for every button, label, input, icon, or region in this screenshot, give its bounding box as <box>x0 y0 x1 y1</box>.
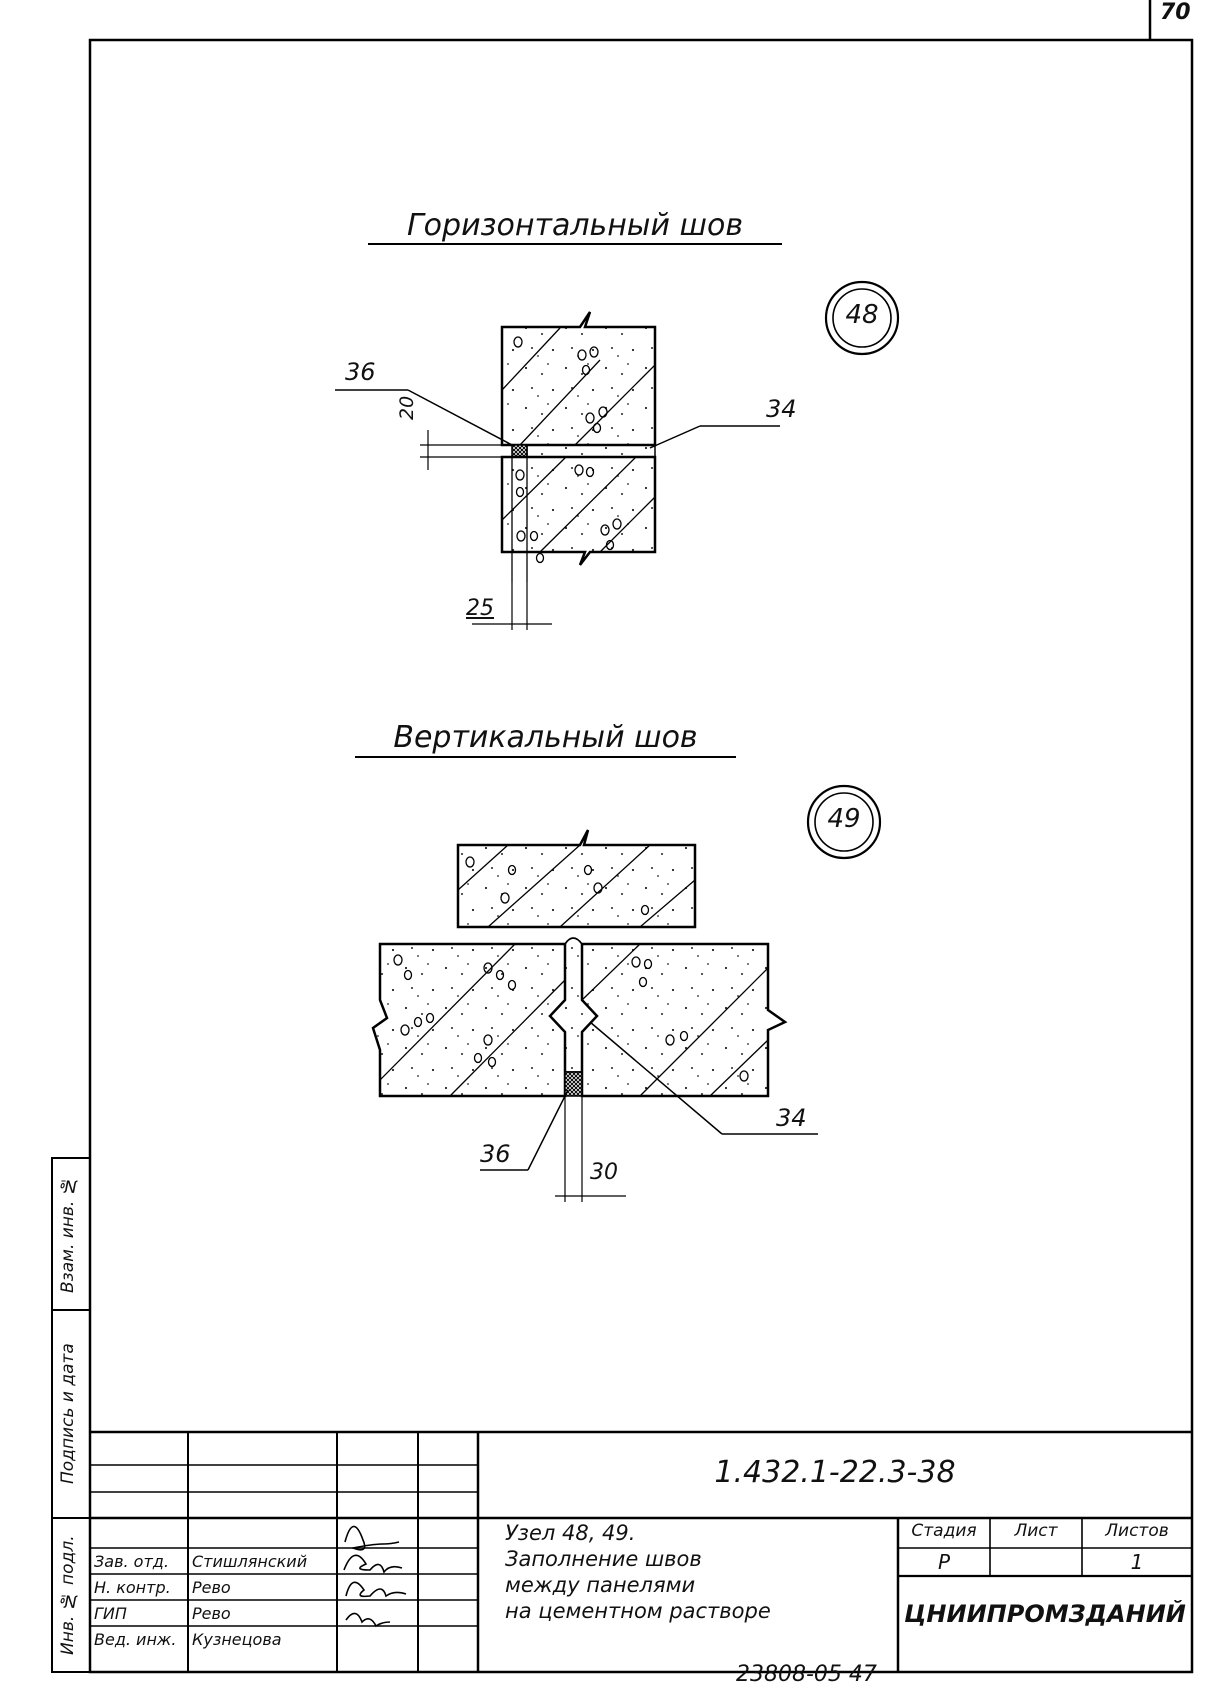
description-line: на цементном растворе <box>505 1599 771 1623</box>
label-36-vertical: 36 <box>480 1140 511 1168</box>
side-stamp-signature-date: Подпись и дата <box>58 1343 78 1485</box>
dim-20: 20 <box>396 395 418 420</box>
label-34-vertical: 34 <box>776 1104 807 1132</box>
dim-30: 30 <box>590 1160 618 1185</box>
seal-36-vertical <box>564 1071 583 1097</box>
upper-panel <box>500 311 657 447</box>
label-34-horizontal: 34 <box>766 395 797 423</box>
sheet-header: Лист <box>1014 1521 1058 1541</box>
stage-value: Р <box>937 1550 951 1574</box>
top-panel <box>456 829 697 929</box>
sheets-header: Листов <box>1105 1521 1169 1541</box>
detail-48-horizontal-seam <box>335 243 900 630</box>
dim-25: 25 <box>466 596 494 621</box>
title-block-grid <box>90 1430 1192 1672</box>
document-designation: 1.432.1-22.3-38 <box>714 1455 956 1490</box>
staff-name: Рево <box>192 1604 231 1623</box>
side-stamp-original-inv: Инв. № подл. <box>58 1535 78 1655</box>
seal-36 <box>511 444 528 458</box>
side-stamp-replacement-inv: Взам. инв. № <box>58 1175 78 1293</box>
page-number: 70 <box>1160 0 1191 25</box>
sheet-frame <box>88 38 1194 1674</box>
vertical-seam-title: Вертикальный шов <box>393 720 698 755</box>
staff-name: Стишлянский <box>192 1552 308 1571</box>
mortar-34-vertical <box>548 937 599 1073</box>
staff-name: Кузнецова <box>192 1630 282 1649</box>
node-49-label: 49 <box>827 804 861 834</box>
left-panel <box>371 942 567 1098</box>
staff-role: Зав. отд. <box>94 1552 169 1571</box>
description-line: Узел 48, 49. <box>505 1521 636 1545</box>
staff-role: Вед. инж. <box>94 1630 177 1649</box>
staff-role: Н. контр. <box>94 1578 171 1597</box>
detail-49-vertical-seam <box>355 756 882 1202</box>
lower-panel <box>500 455 657 566</box>
label-36-horizontal: 36 <box>345 358 376 386</box>
description-line: между панелями <box>505 1573 696 1597</box>
footer-code: 23808-05 47 <box>736 1662 877 1687</box>
side-stamp-grid <box>51 1157 91 1673</box>
horizontal-seam-title: Горизонтальный шов <box>406 208 744 243</box>
description-line: Заполнение швов <box>505 1547 702 1571</box>
right-panel <box>580 942 788 1098</box>
staff-role: ГИП <box>94 1604 127 1623</box>
signatures <box>343 1525 407 1628</box>
staff-name: Рево <box>192 1578 231 1597</box>
mortar-34 <box>526 444 656 458</box>
node-48-label: 48 <box>845 300 879 330</box>
document-description: Узел 48, 49. Заполнение швов между панел… <box>505 1520 771 1624</box>
organization-name: ЦНИИПРОМЗДАНИЙ <box>904 1600 1186 1628</box>
sheets-value: 1 <box>1130 1550 1144 1574</box>
stage-header: Стадия <box>911 1521 977 1541</box>
